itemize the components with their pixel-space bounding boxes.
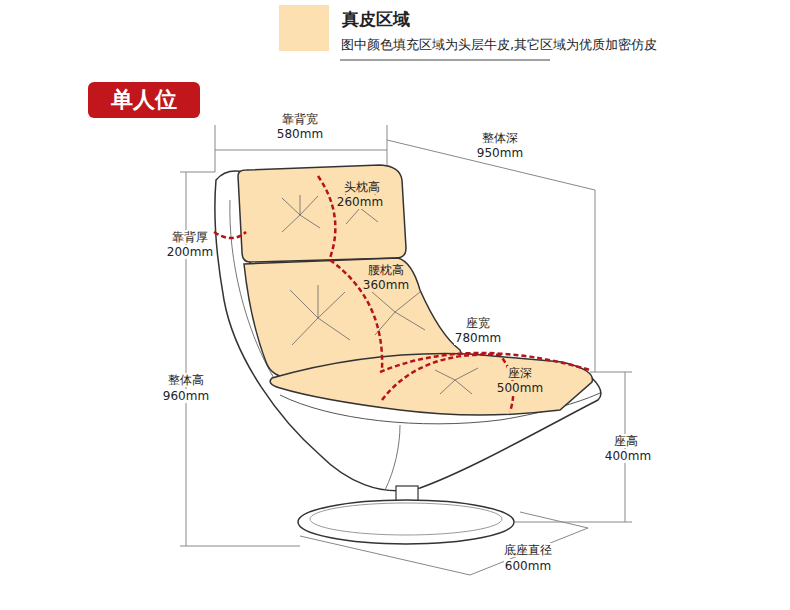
dimension-label: 780mm <box>454 331 502 345</box>
headrest-cushion <box>238 165 406 262</box>
dimension-label: 360mm <box>362 278 410 292</box>
dimension-label: 500mm <box>496 381 544 395</box>
badge-text: 单人位 <box>111 85 177 115</box>
dimension-label: 座宽 <box>465 316 491 330</box>
badge-box: 单人位 <box>88 82 200 118</box>
dimension-label: 260mm <box>336 195 384 209</box>
dimension-label: 400mm <box>604 449 652 463</box>
dimension-lines <box>180 125 632 575</box>
dimension-label: 600mm <box>504 559 552 573</box>
dimension-label: 座高 <box>613 434 639 448</box>
dimension-label: 座深 <box>507 366 533 380</box>
legend-swatch <box>279 5 329 51</box>
dimension-label: 腰枕高 <box>367 263 405 277</box>
dimension-label: 底座直径 <box>503 543 553 557</box>
measure-arcs <box>214 176 590 412</box>
dimension-label: 580mm <box>276 127 324 141</box>
dimension-label: 整体深 <box>481 131 519 145</box>
dimension-label: 200mm <box>166 245 214 259</box>
legend-note: 图中颜色填充区域为头层牛皮,其它区域为优质加密仿皮 <box>340 38 658 52</box>
dimension-label: 950mm <box>476 146 524 160</box>
dimension-label: 头枕高 <box>343 180 381 194</box>
dimension-label: 960mm <box>162 389 210 403</box>
dimension-label: 靠背厚 <box>171 230 209 244</box>
tufting <box>282 192 478 394</box>
pedestal-base <box>298 500 514 544</box>
legend-text: 真皮区域 <box>342 8 410 31</box>
dimension-label: 整体高 <box>167 373 205 387</box>
underline <box>340 60 550 61</box>
dimension-label: 靠背宽 <box>281 112 319 126</box>
seat-cushion <box>270 354 592 416</box>
